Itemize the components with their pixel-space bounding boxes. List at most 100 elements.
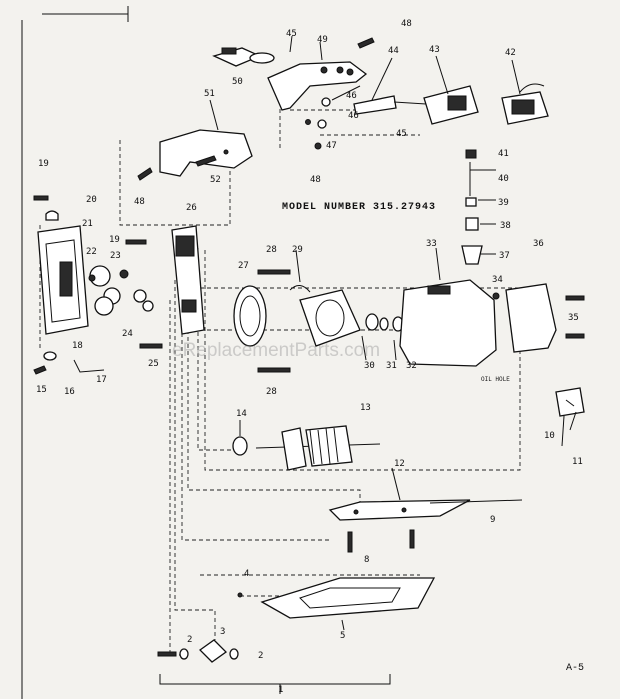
part-label-28: 28 xyxy=(266,387,277,397)
wrench-part-17 xyxy=(73,359,105,373)
part-label-8: 8 xyxy=(364,555,370,565)
washer-part-2-right xyxy=(229,648,239,660)
base-plate-part-5 xyxy=(260,577,436,619)
spring-part-45 xyxy=(249,52,275,64)
brush-stack-parts-37-41 xyxy=(461,149,483,265)
part-label-10: 10 xyxy=(544,431,555,441)
bracket-part-1 xyxy=(159,674,391,694)
screw-part-15 xyxy=(33,365,47,375)
part-label-48: 48 xyxy=(310,175,321,185)
blade-part-9 xyxy=(429,499,523,504)
part-label-48: 48 xyxy=(401,19,412,29)
plunger-bracket-part-12 xyxy=(328,499,471,521)
part-label-22: 22 xyxy=(86,247,97,257)
watermark-text: eReplacementParts.com xyxy=(172,340,381,361)
part-label-35: 35 xyxy=(568,313,579,323)
part-label-30: 30 xyxy=(364,361,375,371)
part-label-12: 12 xyxy=(394,459,405,469)
part-label-4: 4 xyxy=(244,569,250,579)
screw-part-28-bottom xyxy=(257,367,291,373)
part-label-46: 46 xyxy=(346,91,357,101)
part-label-9: 9 xyxy=(490,515,496,525)
handle-half-part-51 xyxy=(159,129,253,177)
part-label-49: 49 xyxy=(317,35,328,45)
screw-part-48-top xyxy=(357,37,375,49)
part-label-29: 29 xyxy=(292,245,303,255)
part-label-3: 3 xyxy=(220,627,226,637)
part-label-16: 16 xyxy=(64,387,75,397)
handle-cover-part-49 xyxy=(267,61,368,111)
part-label-38: 38 xyxy=(500,221,511,231)
part-label-31: 31 xyxy=(386,361,397,371)
part-label-1: 1 xyxy=(278,685,284,695)
end-cap-part-36 xyxy=(505,283,557,353)
switch-part-43 xyxy=(423,85,479,125)
plug-part-42 xyxy=(501,83,549,125)
washer-part-30-31-32 xyxy=(365,313,404,332)
part-label-21: 21 xyxy=(82,219,93,229)
part-label-2: 2 xyxy=(187,635,193,645)
part-label-28: 28 xyxy=(266,245,277,255)
screws-part-8 xyxy=(347,529,415,553)
field-part-29 xyxy=(289,285,361,347)
screw-part-2-left xyxy=(157,648,189,660)
part-label-17: 17 xyxy=(96,375,107,385)
part-label-42: 42 xyxy=(505,48,516,58)
armature-part-13 xyxy=(255,425,381,471)
part-label-43: 43 xyxy=(429,45,440,55)
part-label-48: 48 xyxy=(134,197,145,207)
part-label-27: 27 xyxy=(238,261,249,271)
part-label-20: 20 xyxy=(86,195,97,205)
screw-part-35 xyxy=(565,295,585,339)
part-label-5: 5 xyxy=(340,631,346,641)
screw-part-19-mid xyxy=(125,239,147,245)
screw-part-28-top xyxy=(257,269,291,275)
bearing-part-14 xyxy=(232,436,248,456)
part-label-2: 2 xyxy=(258,651,264,661)
part-label-23: 23 xyxy=(110,251,121,261)
model-number-label: MODEL NUMBER 315.27943 xyxy=(282,202,437,213)
screw-part-19-top xyxy=(33,195,49,201)
part-label-32: 32 xyxy=(406,361,417,371)
part-label-47: 47 xyxy=(326,141,337,151)
part-label-39: 39 xyxy=(498,198,509,208)
part-label-34: 34 xyxy=(492,275,503,285)
screw-part-4 xyxy=(237,592,243,598)
assembly-dashed-lines xyxy=(39,95,530,656)
part-label-46: 46 xyxy=(348,111,359,121)
part-label-50: 50 xyxy=(232,77,243,87)
baffle-part-27 xyxy=(233,285,267,347)
part-label-41: 41 xyxy=(498,149,509,159)
part-label-52: 52 xyxy=(210,175,221,185)
part-label-11: 11 xyxy=(572,457,583,467)
sheet-label: A-5 xyxy=(566,663,585,674)
part-label-26: 26 xyxy=(186,203,197,213)
cap-part-20 xyxy=(45,210,59,221)
leader-lines xyxy=(209,35,577,631)
cord-part-44 xyxy=(353,95,427,115)
part-label-15: 15 xyxy=(36,385,47,395)
part-label-19: 19 xyxy=(109,235,120,245)
part-label-44: 44 xyxy=(388,46,399,56)
corner-marks xyxy=(21,6,129,699)
part-label-36: 36 xyxy=(533,239,544,249)
part-label-45: 45 xyxy=(286,29,297,39)
oil-hole-label: OIL HOLE xyxy=(481,376,510,383)
motor-frame-part-26 xyxy=(171,225,205,335)
part-label-51: 51 xyxy=(204,89,215,99)
terminals-part-46 xyxy=(305,97,331,150)
part-label-33: 33 xyxy=(426,239,437,249)
part-label-24: 24 xyxy=(122,329,133,339)
gears-part-22-23 xyxy=(88,265,129,316)
part-label-14: 14 xyxy=(236,409,247,419)
brush-part-34 xyxy=(492,292,500,300)
plate-part-10 xyxy=(555,387,585,447)
washer-part-18 xyxy=(43,351,57,361)
part-label-45: 45 xyxy=(396,129,407,139)
bearing-part-24 xyxy=(133,289,154,312)
part-label-19: 19 xyxy=(38,159,49,169)
motor-housing-part-33 xyxy=(399,279,497,367)
gear-case-part-21 xyxy=(37,225,89,335)
screw-part-52 xyxy=(195,155,217,167)
